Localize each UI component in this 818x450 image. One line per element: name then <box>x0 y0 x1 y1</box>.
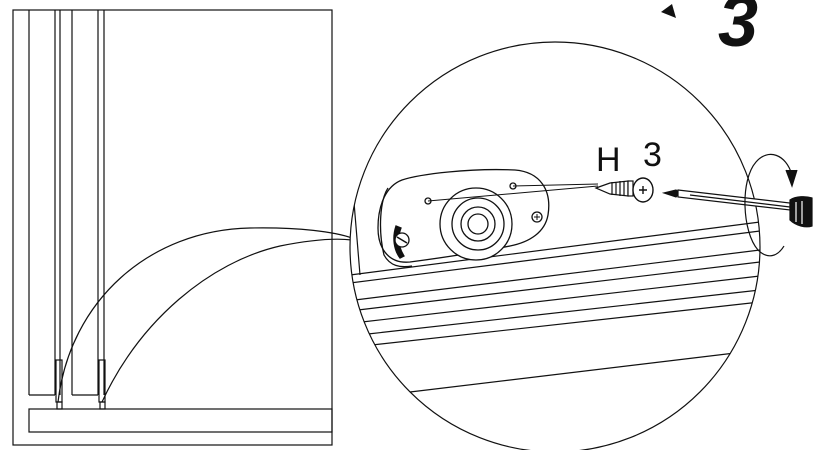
detail-view: H 3 <box>349 41 813 450</box>
rail-line <box>367 289 760 335</box>
callout-arc <box>57 227 353 403</box>
rail-line <box>350 230 760 284</box>
roller-hub <box>467 213 489 235</box>
rail-line <box>409 349 760 393</box>
rotation-arrow-icon <box>744 153 798 257</box>
callout-arc <box>101 238 353 403</box>
leader-lines <box>427 183 599 202</box>
cabinet-outline <box>12 9 333 446</box>
washer-icon <box>632 177 654 203</box>
step-number: 3 <box>718 0 758 62</box>
step-arrow-icon <box>661 4 676 18</box>
rail-line <box>354 249 760 301</box>
bracket-thickness <box>379 187 413 268</box>
screwdriver-icon <box>661 189 813 228</box>
rail-line <box>371 301 760 346</box>
adjust-screw-slot <box>396 236 408 244</box>
bracket-screw-cross <box>534 214 540 220</box>
part-quantity-label: 3 <box>643 136 662 174</box>
part-letter-label: H <box>596 141 621 179</box>
detail-circle <box>349 41 761 450</box>
guide-foot <box>56 401 63 410</box>
rail-line <box>350 221 760 276</box>
rail-line <box>357 261 760 311</box>
rail-line <box>361 275 760 323</box>
step-indicator: 3 <box>661 0 758 62</box>
bottom-rail <box>28 408 333 433</box>
guide-foot <box>99 401 106 410</box>
cabinet-elevation <box>12 9 353 446</box>
roller-bracket <box>377 168 550 268</box>
screw-icon <box>594 180 634 197</box>
